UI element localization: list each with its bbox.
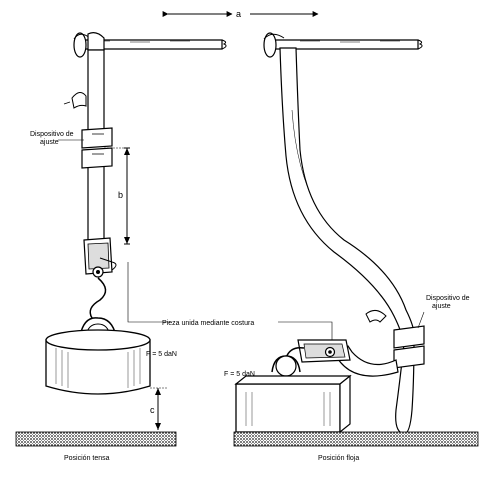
right-weight	[234, 355, 352, 434]
right-support-bar	[263, 32, 423, 58]
dimension-c: c	[150, 387, 168, 430]
stitched-piece-label: Pieza unida mediante costura	[162, 320, 254, 327]
right-strap	[279, 47, 415, 345]
left-adjuster	[81, 127, 113, 169]
adjuster-right-label-line2: ajuste	[432, 303, 451, 310]
dimension-b-label: b	[118, 190, 123, 200]
left-weight-handle	[79, 317, 117, 337]
left-ground	[15, 431, 177, 447]
caption-right: Posición floja	[318, 455, 359, 462]
caption-left: Posición tensa	[64, 455, 110, 462]
left-assembly: Dispositivo de ajuste b	[15, 32, 227, 462]
adjuster-right-leader	[417, 311, 425, 329]
left-hook	[89, 277, 107, 319]
adjuster-right-label-line1: Dispositivo de	[426, 295, 470, 302]
adjuster-left-label-line2: ajuste	[40, 139, 59, 146]
force-left-label: F = 5 daN	[146, 351, 177, 358]
dimension-b: b	[104, 147, 130, 245]
right-assembly: Dispositivo de ajuste F = 5 daN Posición…	[224, 32, 479, 462]
left-strap-top-loop	[87, 32, 105, 51]
dimension-a-label: a	[236, 9, 241, 19]
force-right-label: F = 5 daN	[224, 371, 255, 378]
stitched-piece-leader-right	[278, 321, 333, 348]
left-weight	[45, 329, 151, 395]
left-stitched-piece	[83, 237, 117, 278]
dimension-a: a	[168, 9, 319, 19]
adjuster-left-label-line1: Dispositivo de	[30, 131, 74, 138]
stitched-piece-leader-left	[127, 262, 170, 323]
right-ground	[233, 431, 479, 447]
right-stitched-piece	[297, 339, 351, 363]
dimension-c-label: c	[150, 405, 155, 415]
left-strap	[63, 49, 105, 243]
